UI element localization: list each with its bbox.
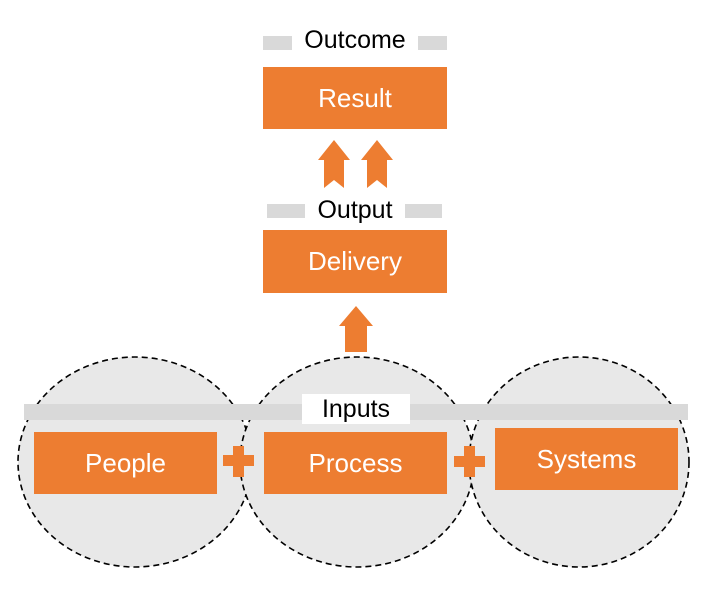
plus-icon [454,446,485,477]
arrow-up-icon [318,140,350,188]
arrow-up-icon [339,306,373,352]
plus-icon [223,446,254,477]
systems-box: Systems [495,428,678,490]
result-box: Result [263,67,447,129]
delivery-box: Delivery [263,230,447,293]
process-box: Process [264,432,447,494]
people-box: People [34,432,217,494]
output-label: Output [305,195,405,225]
inputs-label: Inputs [302,394,410,424]
outcome-label: Outcome [292,25,418,55]
arrow-up-icon [361,140,393,188]
